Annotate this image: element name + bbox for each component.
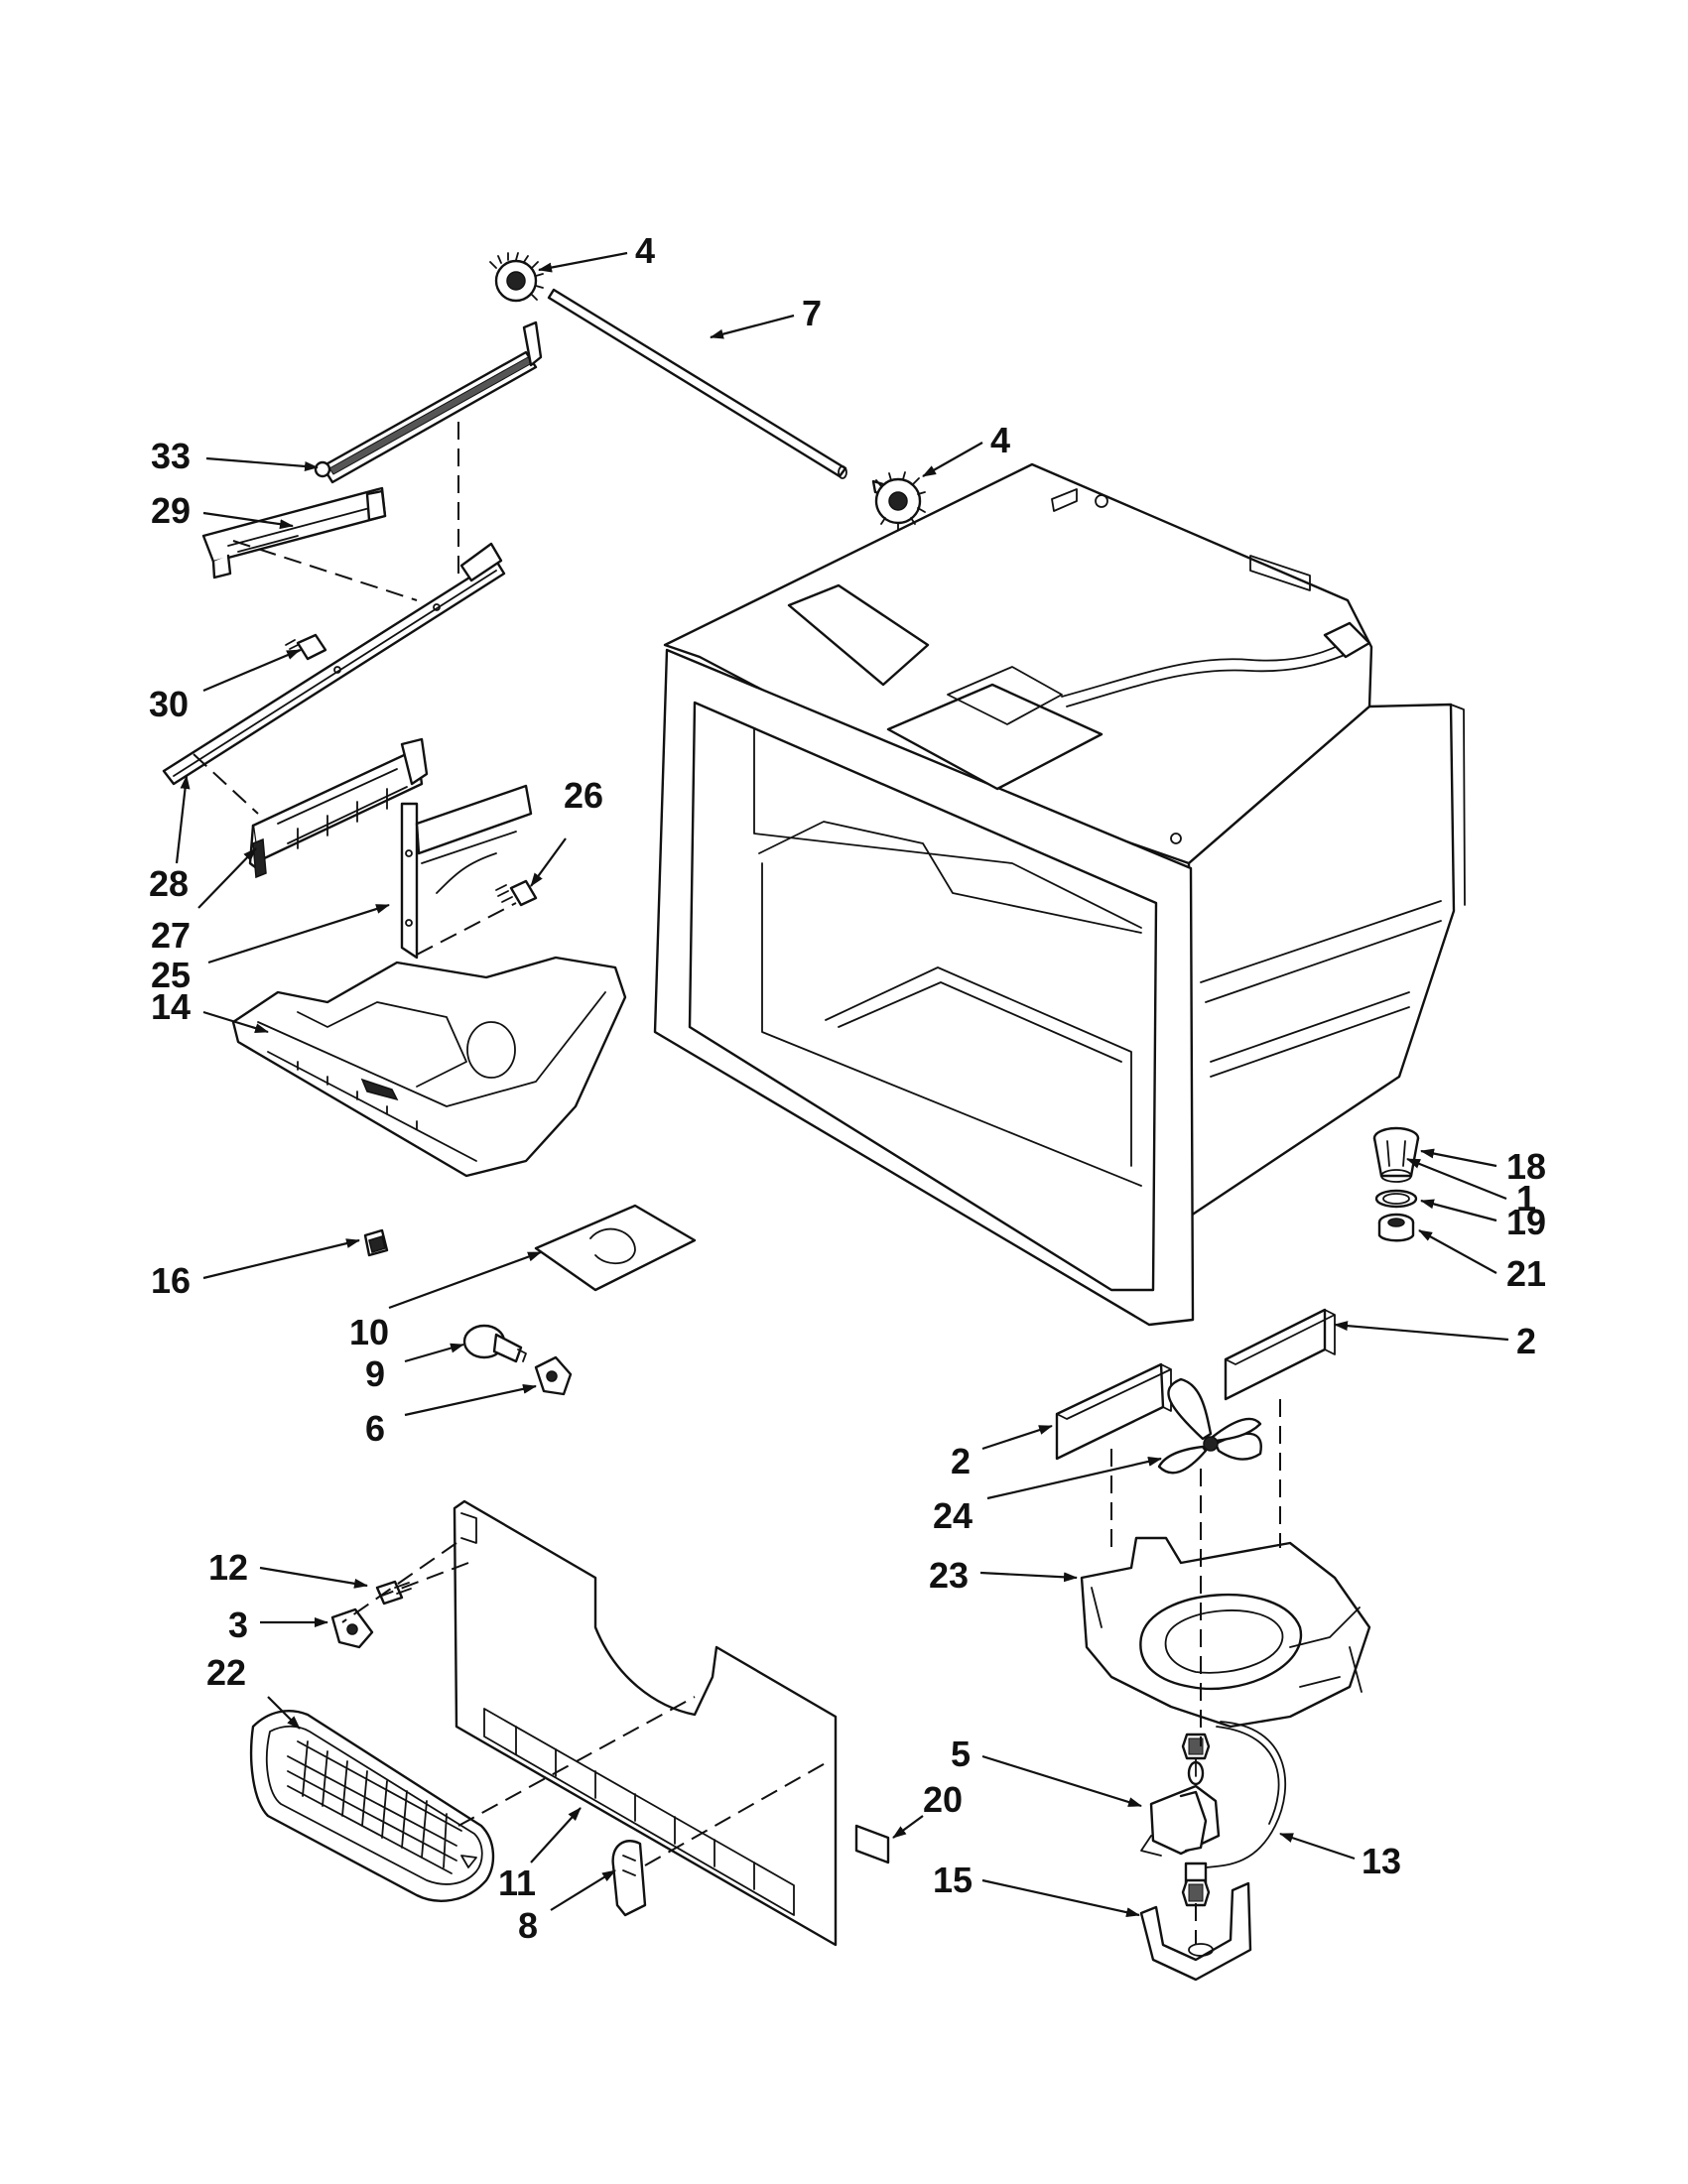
callout-label: 30 bbox=[149, 684, 189, 724]
light-switch-part bbox=[330, 1607, 374, 1649]
callout-label: 9 bbox=[365, 1353, 385, 1394]
slide-bracket-part bbox=[201, 486, 387, 579]
foam-strip-part bbox=[854, 1824, 890, 1864]
slide-guide-part bbox=[248, 737, 429, 879]
callout-label: 10 bbox=[349, 1312, 389, 1352]
callout-labels: 4 7 4 33 29 30 26 28 27 25 14 1 18 19 21… bbox=[149, 230, 1546, 1946]
connecting-rod-part bbox=[547, 288, 847, 479]
clip-16-part bbox=[363, 1228, 389, 1257]
light-lens-part bbox=[611, 1840, 647, 1917]
air-duct-cover-part bbox=[231, 956, 627, 1178]
callout-label: 16 bbox=[151, 1260, 191, 1301]
grommet-21-part bbox=[1377, 1213, 1415, 1242]
front-grille-part bbox=[250, 1710, 495, 1902]
callout-label: 27 bbox=[151, 915, 191, 956]
screw-12-part bbox=[375, 1580, 412, 1606]
pinion-gear-lower-part bbox=[871, 471, 926, 531]
alignment-lines bbox=[193, 422, 1281, 1945]
insulation-block-right-part bbox=[1224, 1308, 1336, 1401]
fan-blade-part bbox=[1157, 1377, 1262, 1475]
freezer-liner-part bbox=[653, 462, 1466, 1327]
callout-label: 25 bbox=[151, 955, 191, 995]
slide-rail-part bbox=[162, 542, 506, 786]
callout-label: 13 bbox=[1362, 1841, 1401, 1881]
ring-19-part bbox=[1374, 1189, 1418, 1209]
fan-motor-part bbox=[1140, 1751, 1221, 1885]
light-socket-part bbox=[534, 1355, 573, 1396]
screw-26-part bbox=[495, 879, 538, 907]
callout-label: 4 bbox=[635, 230, 655, 271]
screw-30-part bbox=[285, 633, 327, 661]
insulation-block-left-part bbox=[1055, 1362, 1172, 1461]
callout-label: 19 bbox=[1506, 1202, 1546, 1242]
light-bulb-part bbox=[462, 1324, 527, 1363]
fan-shroud-part bbox=[1080, 1536, 1371, 1729]
damper-18-part bbox=[1372, 1126, 1420, 1183]
callout-label: 14 bbox=[151, 986, 191, 1027]
callout-label: 15 bbox=[933, 1860, 973, 1900]
motor-grommet-upper-part bbox=[1181, 1733, 1211, 1760]
callout-label: 22 bbox=[206, 1652, 246, 1693]
callout-label: 12 bbox=[208, 1547, 248, 1588]
side-bracket-part bbox=[400, 784, 533, 960]
callout-label: 3 bbox=[228, 1605, 248, 1645]
callout-label: 11 bbox=[498, 1863, 536, 1903]
pinion-gear-top-part bbox=[489, 252, 544, 303]
callout-label: 4 bbox=[990, 420, 1010, 460]
callout-label: 5 bbox=[951, 1734, 971, 1774]
callout-label: 21 bbox=[1506, 1253, 1546, 1294]
callout-label: 18 bbox=[1506, 1146, 1546, 1187]
callout-label: 2 bbox=[951, 1441, 971, 1481]
callout-label: 7 bbox=[802, 293, 822, 333]
callout-label: 24 bbox=[933, 1495, 973, 1536]
callout-label: 8 bbox=[518, 1905, 538, 1946]
callout-label: 28 bbox=[149, 863, 189, 904]
callout-label: 29 bbox=[151, 490, 191, 531]
callout-label: 26 bbox=[564, 775, 603, 816]
callout-label: 20 bbox=[923, 1779, 963, 1820]
callout-label: 6 bbox=[365, 1408, 385, 1449]
callout-label: 1 bbox=[1516, 1178, 1536, 1219]
callout-label: 33 bbox=[151, 436, 191, 476]
motor-grommet-lower-part bbox=[1181, 1878, 1211, 1907]
callout-label: 2 bbox=[1516, 1321, 1536, 1361]
motor-bracket-part bbox=[1139, 1881, 1252, 1982]
callout-leaders bbox=[175, 251, 1509, 1918]
rear-cover-panel-part bbox=[453, 1499, 838, 1947]
wire-harness-part bbox=[1205, 1721, 1286, 1868]
slide-rail-rack-part bbox=[314, 321, 543, 484]
insulation-pad-part bbox=[534, 1204, 697, 1292]
callout-label: 23 bbox=[929, 1555, 969, 1596]
